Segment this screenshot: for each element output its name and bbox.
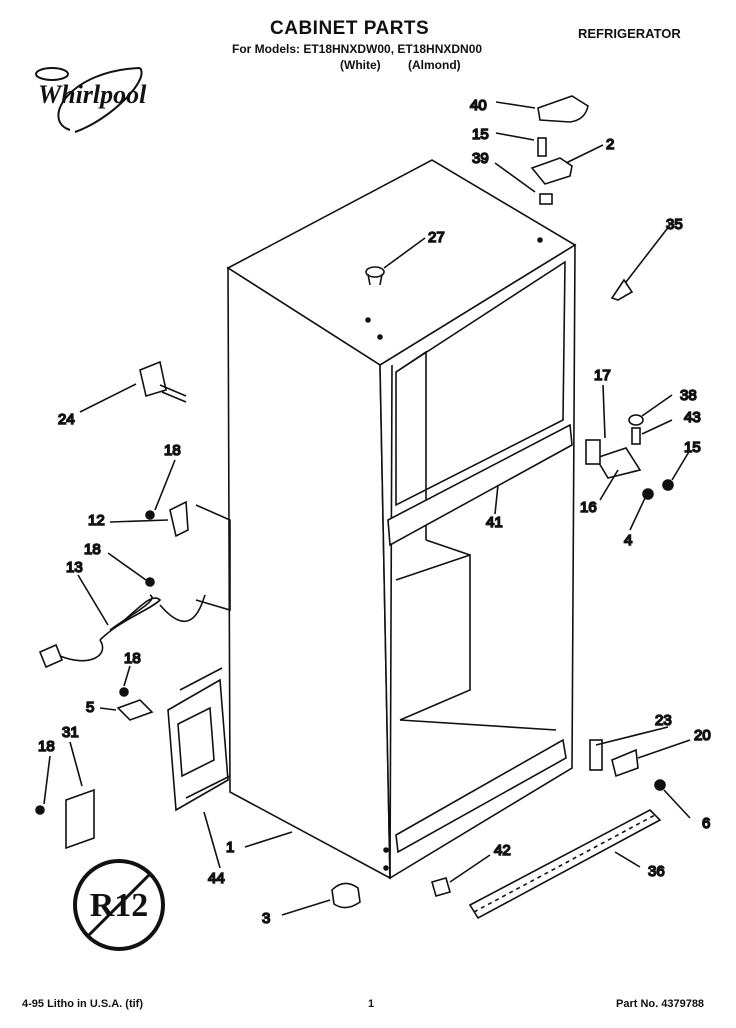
callout-17: 17	[594, 367, 611, 384]
callout-31: 31	[62, 724, 79, 741]
washer	[628, 414, 644, 426]
power-cord	[38, 594, 206, 669]
drain-fitting	[139, 360, 167, 398]
screw-18b	[145, 577, 155, 587]
callout-20: 20	[694, 727, 711, 744]
callout-18-b: 18	[84, 541, 101, 558]
center-hinge	[594, 447, 642, 479]
whirlpool-logo	[35, 67, 143, 133]
roller-assembly	[331, 882, 361, 909]
callout-40: 40	[470, 97, 487, 114]
cabinet-body	[226, 159, 577, 880]
brand-name: Whirlpool	[38, 80, 147, 109]
screw-18c	[119, 687, 129, 697]
compressor-panel	[167, 667, 231, 812]
cabinet-plug	[365, 266, 385, 278]
callout-13: 13	[66, 559, 83, 576]
divider-rail	[387, 423, 573, 547]
page-number: 1	[368, 998, 375, 1010]
callout-18-a: 18	[164, 442, 181, 459]
mounting-panel	[195, 504, 231, 612]
model-numbers: For Models: ET18HNXDW00, ET18HNXDN00	[232, 42, 483, 56]
hinge-spacer	[585, 439, 601, 465]
callout-39: 39	[472, 150, 489, 167]
callout-18-c: 18	[124, 650, 141, 667]
screw-18a	[145, 510, 155, 520]
callout-3: 3	[262, 910, 270, 927]
hinge-screw-center	[642, 488, 654, 500]
callout-42: 42	[494, 842, 511, 859]
part-number: Part No. 4379788	[616, 998, 705, 1010]
callout-5: 5	[86, 699, 94, 716]
callout-12: 12	[88, 512, 105, 529]
toe-grille	[468, 809, 662, 920]
callout-41: 41	[486, 514, 503, 531]
hinge-shim	[539, 193, 553, 205]
callout-15-top: 15	[472, 126, 489, 143]
print-info: 4-95 Litho in U.S.A. (tif)	[22, 998, 143, 1010]
variant-almond: (Almond)	[408, 58, 461, 72]
cover-plate	[65, 788, 95, 850]
callout-15-center: 15	[684, 439, 701, 456]
service-cord-clip	[169, 500, 189, 538]
callout-18-d: 18	[38, 738, 55, 755]
stamp-label: R12	[90, 887, 149, 924]
callout-23: 23	[655, 712, 672, 729]
variant-white: (White)	[340, 58, 381, 72]
product-category: REFRIGERATOR	[578, 26, 681, 41]
callout-43: 43	[684, 409, 701, 426]
bottom-hinge	[611, 748, 639, 778]
cord-clamp	[116, 699, 154, 721]
callout-4: 4	[624, 532, 632, 549]
callout-1: 1	[226, 839, 234, 856]
hinge-plug	[610, 278, 634, 301]
page-title: CABINET PARTS	[270, 18, 430, 39]
hinge-cover	[537, 95, 589, 123]
hinge-pin	[631, 427, 641, 445]
top-hinge	[530, 157, 573, 185]
callout-2: 2	[606, 136, 614, 153]
callout-36: 36	[648, 863, 665, 880]
callout-38: 38	[680, 387, 697, 404]
screw-6	[654, 779, 666, 791]
callout-44: 44	[208, 870, 225, 887]
callout-35: 35	[666, 216, 683, 233]
leader-lines	[43, 101, 691, 916]
callout-6: 6	[702, 815, 710, 832]
refrigerant-stamp: R12	[73, 859, 165, 951]
bottom-hinge-spacer	[589, 739, 603, 771]
hinge-screw-15b	[662, 479, 674, 491]
grille-clip	[431, 877, 451, 897]
callout-24: 24	[58, 411, 75, 428]
screw-18d	[35, 805, 45, 815]
callout-27: 27	[428, 229, 445, 246]
callout-16: 16	[580, 499, 597, 516]
hinge-screw	[537, 137, 547, 157]
